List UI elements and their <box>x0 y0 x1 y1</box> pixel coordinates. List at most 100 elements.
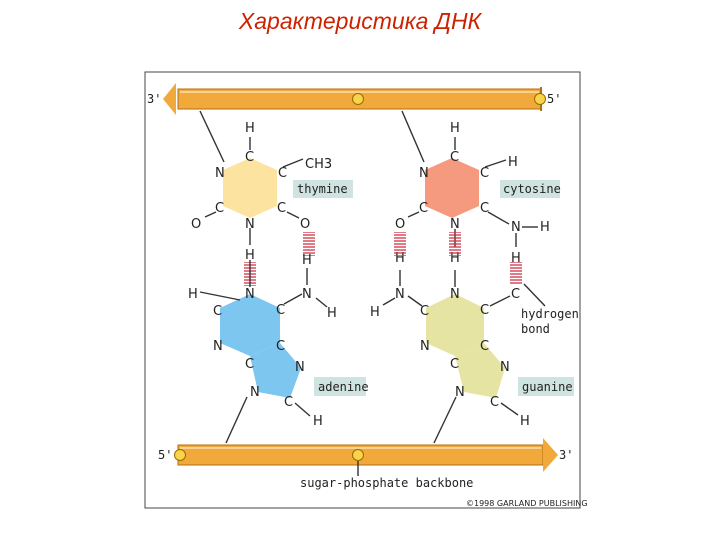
bottom-phosphate-node-2 <box>352 449 364 461</box>
top-right-end-label: 5' <box>547 92 561 106</box>
guanine-c-o-bond-line <box>489 295 511 307</box>
cytosine-ring <box>425 158 479 218</box>
guanine-atom-c-right: C <box>480 339 489 354</box>
thymine-ch3-bond-line <box>282 158 304 168</box>
adenine-atom-h-amino: H <box>327 306 337 321</box>
guanine-atom-n-left: N <box>420 339 430 354</box>
cytosine-label: cytosine <box>503 182 561 196</box>
thymine-atom-o-right: O <box>300 217 310 232</box>
thymine-label-box <box>293 180 353 198</box>
top-phosphate-node-2 <box>534 93 546 105</box>
guanine-atom-n-top: N <box>450 287 460 302</box>
bottom-right-end-label: 3' <box>559 448 573 462</box>
adenine-atom-n-top: N <box>245 287 255 302</box>
guanine-hexagon <box>426 294 484 356</box>
hydrogen-bond-label-line2: bond <box>521 322 550 336</box>
thymine-ring <box>223 158 277 218</box>
cytosine-nh2-bond-line <box>487 211 510 225</box>
cytosine-atom-n-left: N <box>419 166 429 181</box>
thymine-atom-c-top: C <box>245 150 254 165</box>
cytosine-atom-h-bottom-right: H <box>511 251 521 266</box>
cytosine-atom-c-top: C <box>450 150 459 165</box>
guanine-atom-c-bottom: C <box>450 357 459 372</box>
hydrogen-bond-label-line1: hydrogen <box>521 307 579 321</box>
hbond-gc-1 <box>394 232 406 256</box>
cytosine-atom-h-amino: H <box>540 220 550 235</box>
cytosine-atom-c-right: C <box>480 166 489 181</box>
cytosine-h-right-bond-line <box>484 159 507 168</box>
top-left-end-label: 3' <box>147 92 161 106</box>
guanine-atom-c-pent: C <box>490 395 499 410</box>
cytosine-o-bond-line <box>407 211 420 218</box>
guanine-atom-n-amino: N <box>395 287 405 302</box>
adenine-h-bottom-bond-line <box>294 402 311 417</box>
thymine-atom-o-left: O <box>191 217 201 232</box>
cytosine-label-box <box>500 180 560 198</box>
hbond-gc-2 <box>449 232 461 256</box>
diagram-frame <box>144 71 581 509</box>
adenine-label-box <box>314 377 366 396</box>
thymine-o-right-bond-line <box>286 211 300 219</box>
guanine-h-bottom-bond-line <box>500 402 519 416</box>
adenine-atom-c-pent: C <box>284 395 293 410</box>
guanine-pentagon <box>455 343 505 398</box>
adenine-atom-n-pent-bottom: N <box>250 385 260 400</box>
adenine-sugar-link <box>225 396 248 444</box>
thymine-atom-c-left: C <box>215 201 224 216</box>
hydrogen-bonds-gc <box>394 232 522 284</box>
adenine-atom-c-bottom: C <box>245 357 254 372</box>
adenine-atom-n-amino: N <box>302 287 312 302</box>
hydrogen-bond-pointer <box>523 283 546 307</box>
adenine-nh-right-bond-line <box>315 297 328 308</box>
cytosine-atom-c-left: C <box>419 201 428 216</box>
adenine-hexagon <box>220 294 280 356</box>
bottom-backbone <box>174 438 558 472</box>
guanine-atom-c-left: C <box>420 304 429 319</box>
thymine-o-left-bond-line <box>204 211 217 218</box>
guanine-atom-h-left: H <box>370 305 380 320</box>
guanine-label: guanine <box>522 380 573 394</box>
adenine-atom-n-pent-right: N <box>295 360 305 375</box>
thymine-atom-h-bottom: H <box>245 248 255 263</box>
top-backbone-arrowhead <box>163 83 176 115</box>
thymine-atom-h-top: H <box>245 121 255 136</box>
bottom-phosphate-node-1 <box>174 449 186 461</box>
cytosine-sugar-link <box>401 110 425 163</box>
cytosine-atom-h-right: H <box>508 155 518 170</box>
adenine-atom-n-left: N <box>213 339 223 354</box>
thymine-atom-c-right: C <box>278 166 287 181</box>
guanine-atom-h-bottom: H <box>520 414 530 429</box>
thymine-atom-ch3: CH3 <box>305 157 332 172</box>
adenine-n-bond-line <box>283 293 303 305</box>
guanine-atom-c-top-right: C <box>480 303 489 318</box>
bottom-backbone-arrowhead <box>543 438 558 472</box>
thymine-atom-n-left: N <box>215 166 225 181</box>
adenine-atom-c-right: C <box>276 339 285 354</box>
adenine-atom-h-bottom: H <box>313 414 323 429</box>
hbond-gc-3 <box>510 262 522 284</box>
guanine-n-bond-line <box>407 295 423 307</box>
guanine-label-box <box>518 377 574 396</box>
guanine-atom-n-pent-bottom: N <box>455 385 465 400</box>
thymine-label: thymine <box>297 182 348 196</box>
adenine-atom-h-top: H <box>302 253 312 268</box>
cytosine-atom-c-lower-right: C <box>480 201 489 216</box>
adenine-h-left-bond-line <box>199 291 241 301</box>
guanine-n-left-bond-line <box>382 297 396 306</box>
adenine-atom-c-top-right: C <box>276 303 285 318</box>
slide-title: Характеристика ДНК <box>238 8 482 34</box>
guanine-atom-n-pent-right: N <box>500 360 510 375</box>
adenine-atom-c-left: C <box>213 304 222 319</box>
cytosine-atom-h-bottom-left: H <box>395 251 405 266</box>
cytosine-atom-o: O <box>395 217 405 232</box>
guanine-sugar-link <box>433 396 457 444</box>
guanine-atom-c-carbonyl: C <box>511 287 520 302</box>
thymine-atom-n-bottom: N <box>245 217 255 232</box>
bottom-left-end-label: 5' <box>158 448 172 462</box>
thymine-sugar-link <box>199 110 225 163</box>
backbone-caption: sugar-phosphate backbone <box>300 476 473 490</box>
adenine-pentagon <box>250 343 301 398</box>
hbond-at-2 <box>303 232 315 256</box>
thymine-atom-c-lower-right: C <box>277 201 286 216</box>
